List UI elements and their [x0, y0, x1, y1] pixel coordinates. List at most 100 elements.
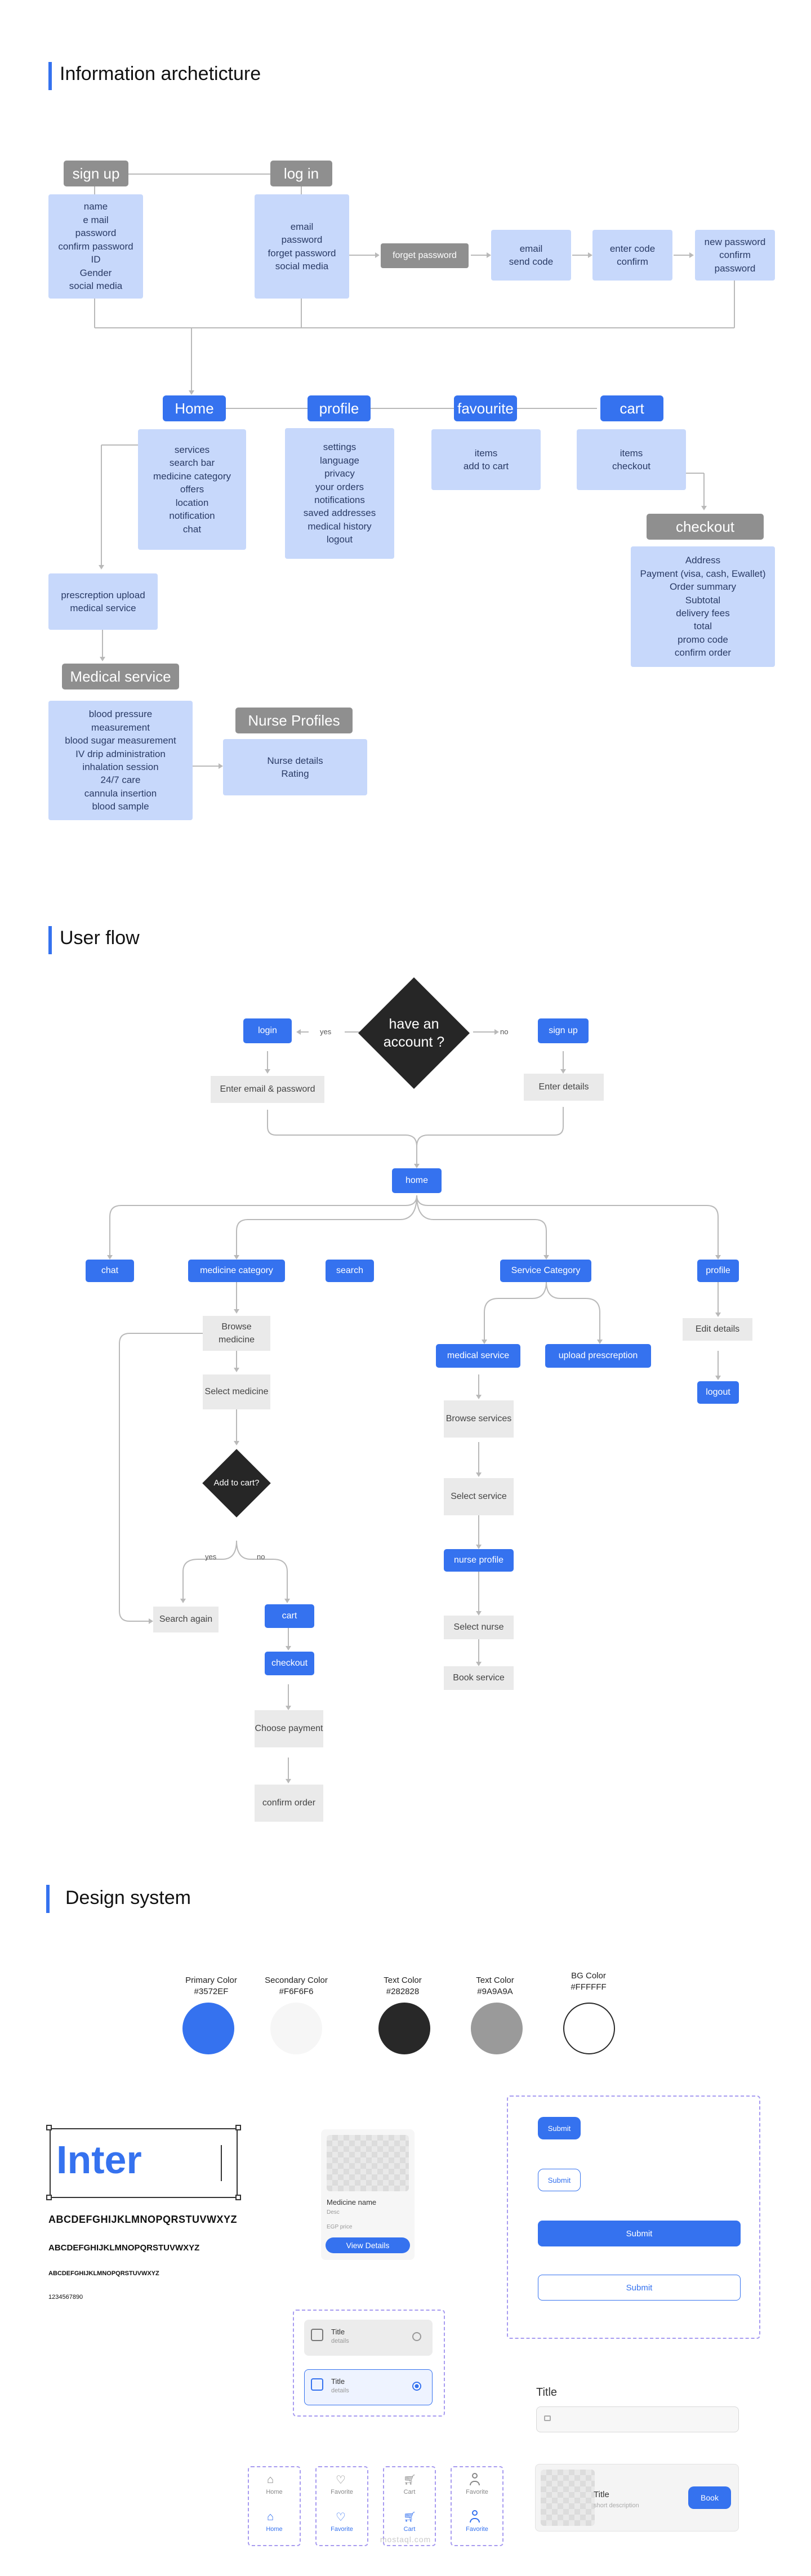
- digits: 1234567890: [48, 2294, 83, 2301]
- submit-button-small-outline[interactable]: Submit: [538, 2169, 581, 2191]
- uf-login-node: login: [243, 1018, 292, 1043]
- uf-signup-node: sign up: [538, 1018, 589, 1043]
- font-name: Inter: [56, 2138, 142, 2182]
- ia-forget-password: forget password: [381, 243, 469, 268]
- uf-select-medicine: Select medicine: [203, 1374, 270, 1409]
- color-swatch-bg: [563, 2003, 615, 2054]
- nav-label-active: Cart: [403, 2526, 416, 2533]
- lock-icon: [544, 2415, 551, 2421]
- home-icon: ⌂: [267, 2473, 274, 2486]
- options-component-frame: [293, 2310, 445, 2417]
- user-icon: [470, 2481, 480, 2485]
- uf-search-node: search: [326, 1260, 374, 1282]
- ia-section-title: Information archeticture: [60, 63, 261, 84]
- ia-cart-node: cart: [600, 395, 663, 421]
- text-cursor: [221, 2145, 222, 2181]
- uf-select-service: Select service: [444, 1478, 514, 1515]
- uf-chat-node: chat: [86, 1260, 134, 1282]
- section-accent-bar: [46, 1885, 50, 1913]
- list-item-desc: short description: [594, 2502, 639, 2509]
- radio-checked-icon[interactable]: [412, 2382, 421, 2391]
- font-specimen-frame: [50, 2128, 238, 2198]
- view-details-button[interactable]: View Details: [326, 2237, 410, 2253]
- nav-component-profile: [451, 2466, 503, 2546]
- product-title: Medicine name: [327, 2198, 377, 2206]
- uf-no-label: no: [257, 1552, 265, 1561]
- option-item-selected[interactable]: [304, 2369, 433, 2405]
- color-swatch-text-gray-label: Text Color#9A9A9A: [476, 1976, 514, 1996]
- user-icon[interactable]: [472, 2510, 478, 2516]
- nav-label: Cart: [403, 2489, 416, 2495]
- submit-button-small[interactable]: Submit: [538, 2117, 581, 2139]
- option-item[interactable]: [304, 2320, 433, 2356]
- color-swatch-text-gray: [471, 2003, 523, 2054]
- alphabet-small: ABCDEFGHIJKLMNOPQRSTUVWXYZ: [48, 2270, 159, 2277]
- uf-nurse-profile-node: nurse profile: [444, 1549, 514, 1572]
- image-icon: [311, 2329, 323, 2341]
- cart-icon: 🛒︎: [403, 2474, 416, 2485]
- text-input[interactable]: [536, 2406, 739, 2432]
- uf-no-label: no: [500, 1027, 509, 1036]
- option-detail: details: [331, 2338, 349, 2344]
- uf-confirm-order: confirm order: [255, 1785, 323, 1822]
- uf-profile-node: profile: [697, 1260, 739, 1282]
- radio-unchecked-icon[interactable]: [412, 2332, 421, 2341]
- nav-component-cart: [383, 2466, 436, 2546]
- alphabet-bold: ABCDEFGHIJKLMNOPQRSTUVWXYZ: [48, 2214, 238, 2225]
- uf-add-to-cart-question: Add to cart?: [213, 1478, 260, 1488]
- uf-account-question: have an account ?: [383, 1016, 445, 1051]
- uf-choose-payment: Choose payment: [255, 1710, 323, 1747]
- nav-label-active: Favorite: [466, 2526, 488, 2533]
- uf-logout-node: logout: [697, 1381, 739, 1404]
- heart-icon[interactable]: ♡: [336, 2511, 346, 2524]
- user-icon[interactable]: [470, 2518, 480, 2522]
- input-label: Title: [536, 2386, 558, 2399]
- uf-book-service: Book service: [444, 1666, 514, 1690]
- ia-favourite-node: favourite: [454, 395, 517, 421]
- list-item-title: Title: [594, 2490, 609, 2499]
- option-title: Title: [331, 2328, 345, 2336]
- frame-handle: [46, 2195, 52, 2200]
- ia-checkout-node: checkout: [647, 514, 764, 540]
- uf-search-again: Search again: [153, 1607, 219, 1632]
- nav-component-favorite: [315, 2466, 368, 2546]
- book-button[interactable]: Book: [688, 2486, 731, 2509]
- uf-browse-medicine: Browse medicine: [203, 1316, 270, 1351]
- ia-home-node: Home: [163, 395, 226, 421]
- submit-button-large-outline[interactable]: Submit: [538, 2275, 741, 2301]
- uf-cart-node: cart: [265, 1604, 314, 1628]
- nav-label-active: Favorite: [331, 2526, 353, 2533]
- alphabet-medium: ABCDEFGHIJKLMNOPQRSTUVWXYZ: [48, 2243, 200, 2253]
- uf-yes-label: yes: [320, 1027, 332, 1036]
- list-item-image-placeholder: [541, 2470, 595, 2526]
- uf-edit-details: Edit details: [683, 1318, 752, 1341]
- color-swatch-bg-label: BG Color#FFFFFF: [571, 1971, 607, 1992]
- nav-label: Favorite: [466, 2489, 488, 2495]
- nav-label: Favorite: [331, 2489, 353, 2495]
- uf-upload-prescription-node: upload prescreption: [545, 1344, 651, 1368]
- submit-button-large[interactable]: Submit: [538, 2221, 741, 2246]
- home-icon[interactable]: ⌂: [267, 2511, 274, 2523]
- section-accent-bar: [48, 926, 52, 954]
- color-swatch-secondary: [270, 2003, 322, 2054]
- ia-nurse-profiles-node: Nurse Profiles: [235, 708, 353, 733]
- cart-icon[interactable]: 🛒︎: [403, 2511, 416, 2522]
- frame-handle: [235, 2195, 241, 2200]
- frame-handle: [46, 2125, 52, 2130]
- option-detail: details: [331, 2387, 349, 2394]
- uf-home-node: home: [392, 1168, 442, 1193]
- uf-section-title: User flow: [60, 927, 140, 949]
- section-accent-bar: [48, 62, 52, 90]
- nav-component-home: [248, 2466, 301, 2546]
